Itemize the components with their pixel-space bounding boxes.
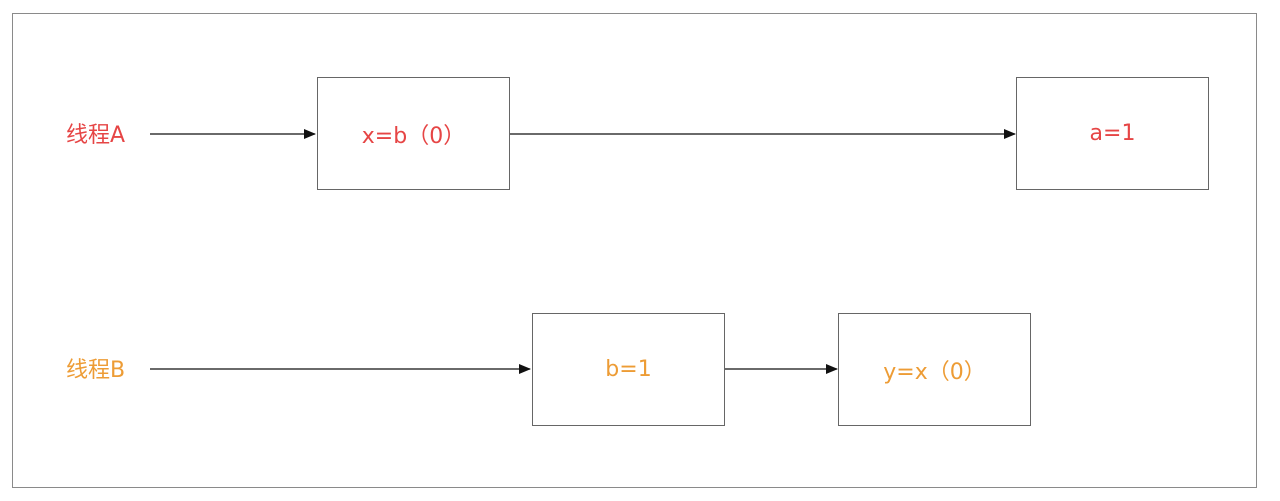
thread-b-step-2-text: y=x（0） [883,359,986,385]
thread-a-step-1-box: x=b（0） [317,77,510,190]
thread-b-step-2-box: y=x（0） [838,313,1031,426]
thread-b-step-1-box: b=1 [532,313,725,426]
thread-a-step-1-text: x=b（0） [361,123,466,149]
thread-b-step-1-text: b=1 [605,357,652,382]
diagram-frame [12,13,1257,488]
thread-a-step-2-box: a=1 [1016,77,1209,190]
thread-a-label: 线程A [66,123,126,148]
thread-b-label: 线程B [66,358,126,383]
thread-a-step-2-text: a=1 [1089,121,1136,146]
